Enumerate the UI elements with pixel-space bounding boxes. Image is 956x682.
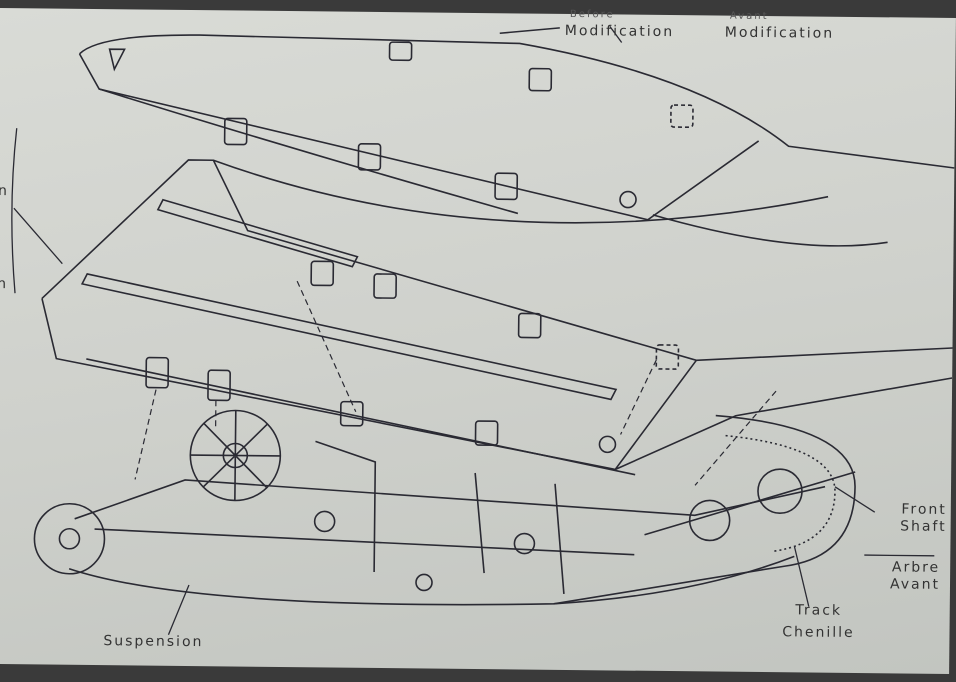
suspension	[33, 409, 826, 606]
label-before-top: Before	[569, 8, 615, 21]
track	[553, 414, 856, 605]
label-cut-2: n	[0, 275, 9, 293]
diagram-page: Before Modification Avant Modification n…	[0, 8, 956, 674]
upper-tunnel-before	[78, 27, 955, 247]
snowmobile-track-suspension-diagram	[11, 26, 955, 636]
label-suspension: Suspension	[103, 633, 204, 651]
dashed-guides	[134, 280, 777, 486]
leader-lines	[11, 26, 935, 636]
label-arbre-avant: Arbre Avant	[889, 559, 941, 593]
front-shaft-text: Front Shaft	[900, 501, 947, 535]
label-before-modification: Modification	[564, 22, 675, 41]
brackets-upper	[223, 41, 694, 201]
label-front-shaft: Front Shaft	[877, 501, 947, 536]
tunnel-after	[41, 159, 953, 476]
label-cut-1: n	[0, 182, 10, 200]
front-shaft	[644, 468, 856, 542]
label-chenille: Chenille	[782, 624, 855, 641]
label-track: Track	[795, 602, 843, 619]
brackets-lower	[145, 260, 680, 447]
label-avant-modification: Modification	[724, 24, 835, 42]
label-avant-top: Avant	[729, 10, 769, 23]
